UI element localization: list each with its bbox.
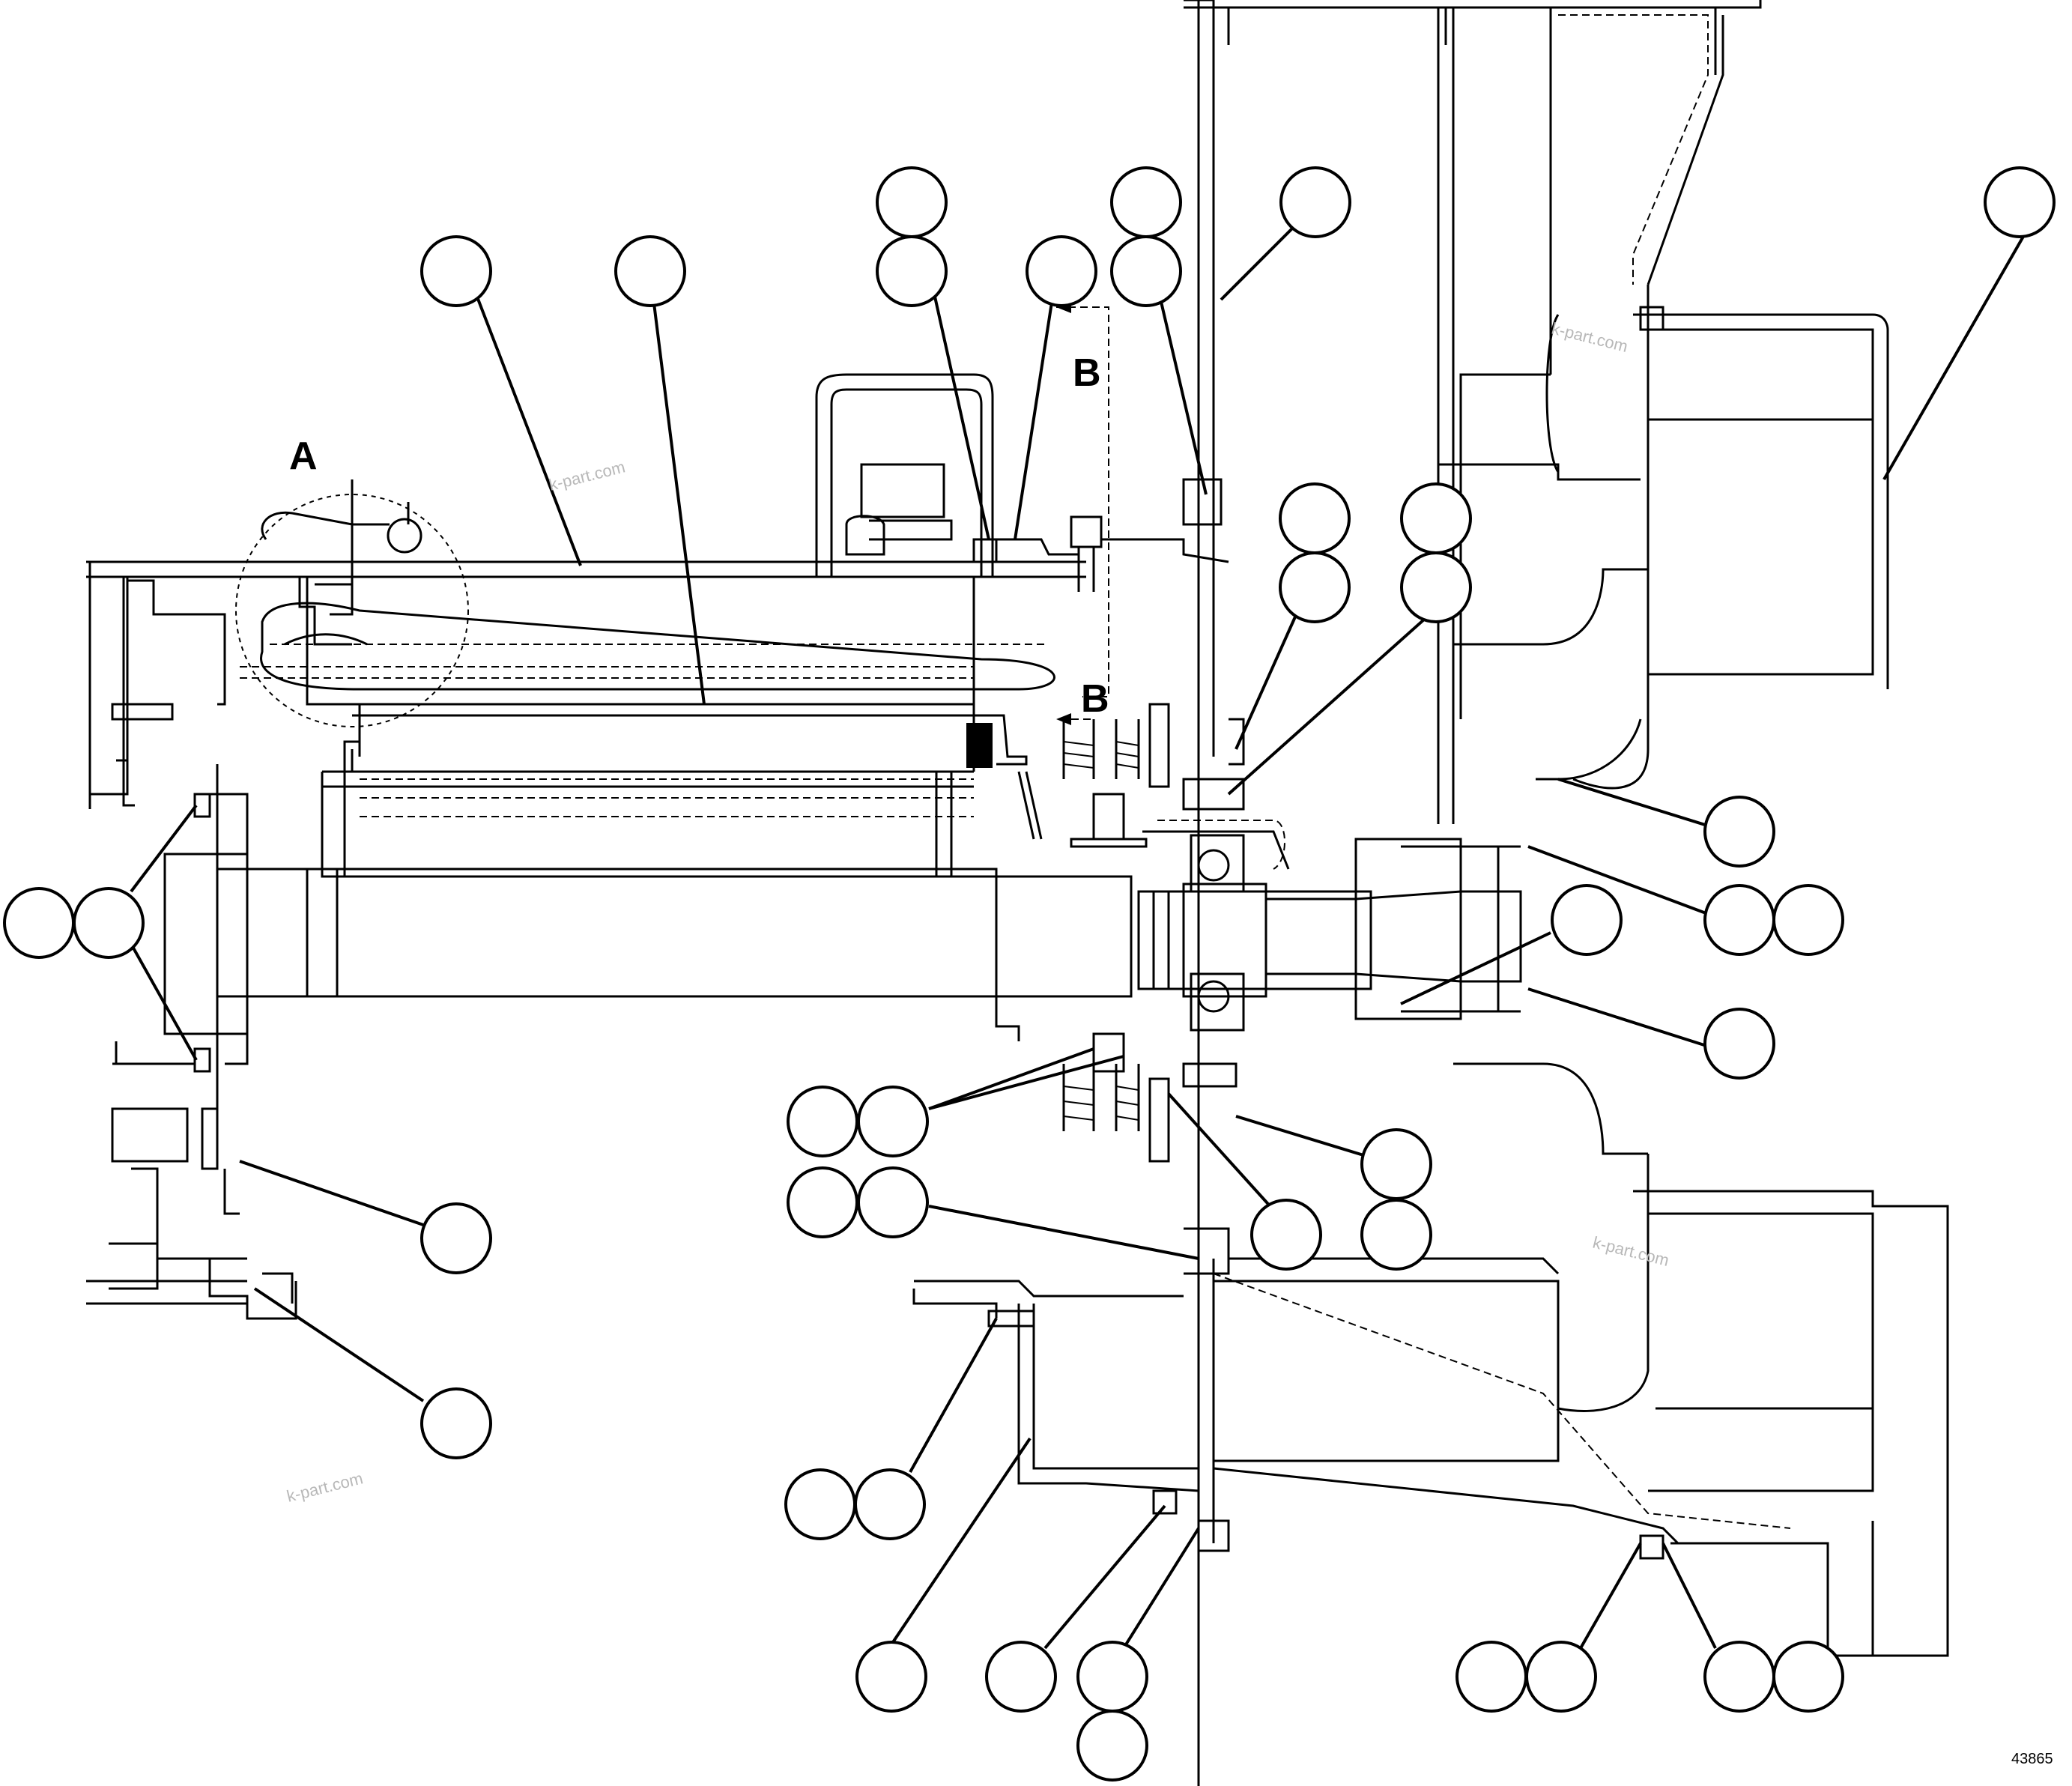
callout-bubble	[876, 166, 948, 238]
callout-bubble	[857, 1086, 929, 1157]
callout-bubble	[1984, 166, 2056, 238]
callout-bubble	[1076, 1641, 1148, 1713]
callout-bubble	[857, 1166, 929, 1238]
callout-bubble	[1400, 482, 1472, 554]
callout-bubble	[420, 235, 492, 307]
callout-bubble	[1279, 482, 1351, 554]
callout-bubble	[1703, 796, 1775, 868]
callout-bubble	[784, 1468, 856, 1540]
drawing-linework	[86, 0, 1949, 1786]
watermark-2: k-part.com	[1550, 319, 1630, 356]
section-label-b-upper: B	[1073, 351, 1101, 395]
callout-bubble	[1525, 1641, 1597, 1713]
watermark-3: k-part.com	[1591, 1233, 1671, 1270]
callout-bubble	[1772, 884, 1844, 956]
callout-bubble	[855, 1641, 927, 1713]
callout-bubble	[1551, 884, 1623, 956]
callout-bubble	[1360, 1199, 1432, 1271]
callout-bubbles	[3, 166, 2056, 1782]
watermark-4: k-part.com	[285, 1468, 365, 1505]
callout-bubble	[1400, 551, 1472, 623]
callout-bubble	[1250, 1199, 1322, 1271]
callout-bubble	[1110, 166, 1182, 238]
figure-number: 43865	[2011, 1751, 2053, 1767]
callout-bubble	[1703, 1008, 1775, 1080]
callout-bubble	[73, 887, 145, 959]
callout-bubble	[3, 887, 75, 959]
callout-bubble	[854, 1468, 926, 1540]
callout-bubble	[1455, 1641, 1527, 1713]
callout-bubble	[787, 1086, 858, 1157]
callout-bubble	[985, 1641, 1057, 1713]
callout-bubble	[1360, 1128, 1432, 1200]
callout-bubble	[614, 235, 686, 307]
callout-bubble	[1076, 1710, 1148, 1782]
callout-bubble	[420, 1387, 492, 1459]
bolt-markers	[193, 306, 1664, 1560]
callout-bubble	[1279, 166, 1351, 238]
callout-bubble	[1279, 551, 1351, 623]
callout-bubble	[876, 235, 948, 307]
section-label-b-lower: B	[1081, 677, 1109, 721]
leader-lines	[130, 223, 2032, 1650]
callout-bubble	[1772, 1641, 1844, 1713]
callout-bubble	[787, 1166, 858, 1238]
spring-set-lower	[1062, 1032, 1170, 1163]
callout-bubble	[1110, 235, 1182, 307]
spring-set-upper	[1062, 703, 1170, 848]
callout-bubble	[1703, 884, 1775, 956]
callout-bubble	[1026, 235, 1097, 307]
watermark-1: k-part.com	[547, 457, 627, 494]
callout-bubble	[420, 1202, 492, 1274]
callout-bubble	[1703, 1641, 1775, 1713]
detail-label-a: A	[289, 435, 318, 478]
